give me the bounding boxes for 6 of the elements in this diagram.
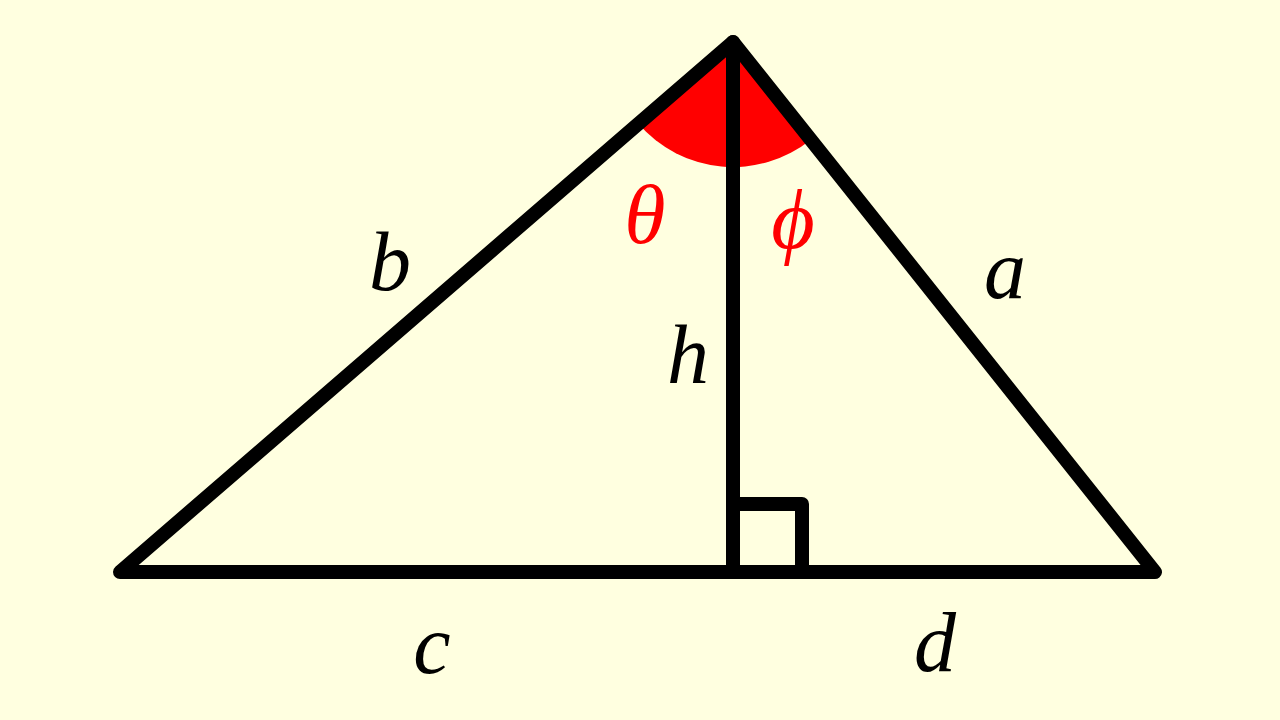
- side-label: a: [984, 228, 1026, 312]
- angle-label: θ: [624, 173, 666, 257]
- side-label: d: [914, 601, 956, 685]
- side-label: b: [369, 220, 411, 304]
- side-label: h: [667, 313, 709, 397]
- side-label: c: [413, 603, 451, 687]
